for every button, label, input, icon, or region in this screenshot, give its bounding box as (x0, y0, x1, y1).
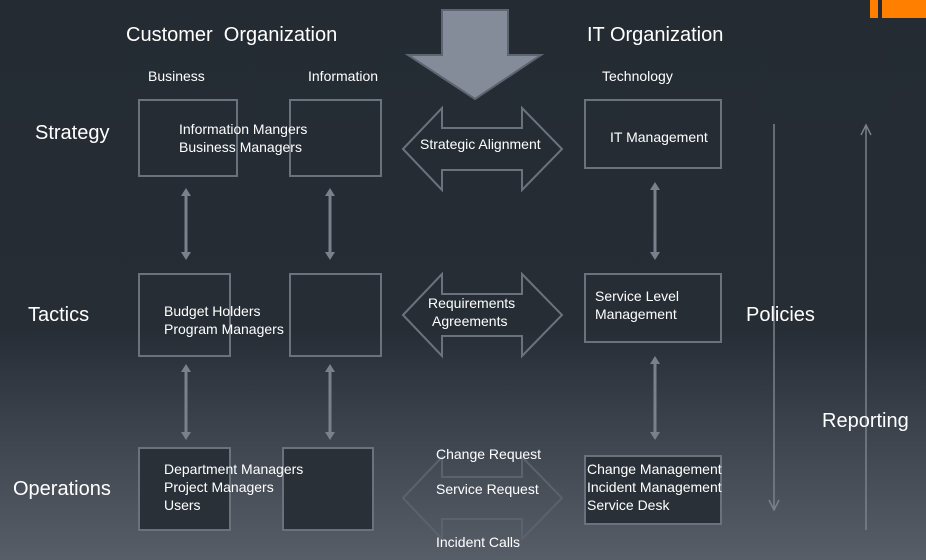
row-operations: Operations (13, 478, 111, 500)
service-request-label: Service Request (436, 481, 539, 497)
vertical-double-arrow (325, 364, 335, 440)
row-tactics: Tactics (28, 304, 90, 326)
reporting-arrow (860, 123, 872, 530)
box-strategy-information (289, 99, 382, 177)
vertical-double-arrow (650, 356, 660, 440)
box-it-strategy (584, 99, 722, 169)
column-technology: Technology (602, 68, 673, 84)
policies-label: Policies (746, 304, 815, 326)
vertical-double-arrow (650, 182, 660, 260)
it-strategy-text: IT Management (610, 129, 708, 145)
box-tactics-information (289, 273, 382, 357)
reporting-label: Reporting (822, 410, 909, 432)
row-strategy: Strategy (35, 122, 110, 144)
incident-calls-label: Incident Calls (436, 534, 521, 550)
down-arrow (404, 9, 545, 101)
accent-bar-small (870, 0, 878, 18)
strategic-alignment-arrow (401, 105, 564, 193)
requirements-arrow (401, 271, 564, 359)
box-strategy-business (138, 99, 238, 177)
box-operations-information (282, 447, 374, 531)
vertical-double-arrow (181, 188, 191, 260)
change-request-label: Change Request (436, 446, 542, 462)
column-business: Business (148, 68, 205, 84)
customer-organization-header: Customer Organization (126, 24, 338, 46)
policies-arrow (768, 124, 780, 512)
box-it-tactics (584, 273, 722, 343)
strategic-alignment-label: Strategic Alignment (420, 136, 541, 152)
box-operations-business (138, 447, 231, 531)
box-tactics-business (138, 273, 231, 357)
operations-arrow (401, 454, 564, 542)
column-information: Information (308, 68, 379, 84)
box-it-operations (584, 455, 722, 525)
it-organization-header: IT Organization (587, 24, 724, 46)
vertical-double-arrow (181, 364, 191, 440)
vertical-double-arrow (325, 188, 335, 260)
accent-bar-large (882, 0, 926, 18)
